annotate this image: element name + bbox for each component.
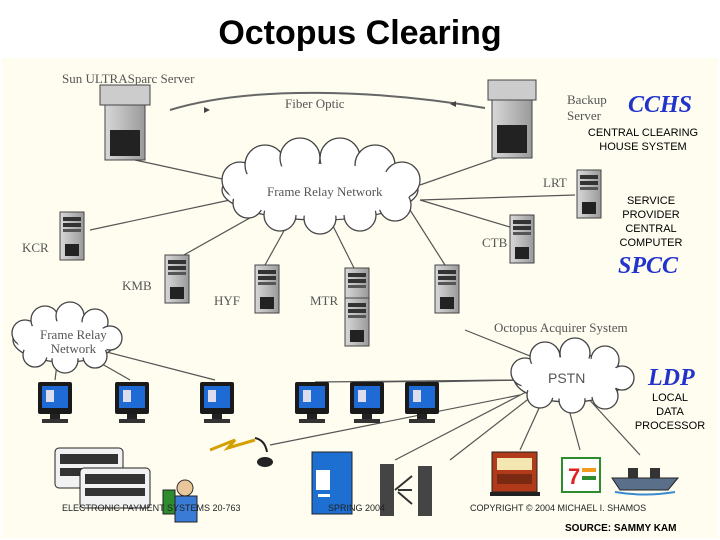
ferry-worker-icon [162,479,198,523]
lrt-label: LRT [543,175,567,190]
pstn-cloud [510,337,635,414]
slide-title: Octopus Clearing [218,14,502,52]
cchs-description: CENTRAL CLEARING HOUSE SYSTEM [587,127,699,153]
cchs-title: CCHS [628,92,693,118]
seven-eleven-icon: 7 [561,457,601,493]
sun-server-label: Sun ULTRASparc Server [62,71,195,86]
footer-course: ELECTRONIC PAYMENT SYSTEMS 20-763 [62,503,241,513]
spcc-title: SPCC [618,253,679,279]
terminal-5 [350,382,384,423]
lightning-icon [209,437,273,467]
frame-relay-cloud-top [221,137,421,235]
kmb-label: KMB [122,278,152,293]
mtr-label: MTR [310,293,339,308]
kmb-server [164,254,190,304]
terminal-4 [295,382,329,423]
turnstile-icon [380,464,432,516]
footer-source: SOURCE: SAMMY KAM [565,523,677,534]
lrt-server [576,169,602,219]
add-value-machine-icon [311,451,353,515]
terminal-1 [38,382,72,423]
pstn-label: PSTN [548,370,586,386]
network-links [54,149,641,461]
fiber-optic-label: Fiber Optic [285,96,345,111]
tram-icon [490,451,540,496]
terminal-2 [115,382,149,423]
acquirer-server-2 [344,297,370,347]
frame-relay-top-label: Frame Relay Network [267,184,383,199]
ldp-description: LOCAL DATA PROCESSOR [634,392,706,432]
frame-relay-left-label: Frame Relay Network [40,327,107,356]
ship-icon [611,468,680,496]
kcr-label: KCR [22,240,49,255]
ctb-server [509,214,535,264]
svg-text:7: 7 [568,464,580,489]
hyf-label: HYF [214,293,241,308]
bus-icon [54,447,151,509]
hyf-server [254,264,280,314]
ldp-title: LDP [648,365,695,391]
fiber-optic-link [169,91,486,111]
backup-server-label: Backup Server [567,92,607,123]
backup-server [487,79,537,159]
ctb-label: CTB [482,235,508,250]
acquirer-server-1 [434,264,460,314]
footer-term: SPRING 2004 [328,503,386,513]
sun-ultrasparc-server [99,84,151,161]
spcc-description: SERVICE PROVIDER CENTRAL COMPUTER [619,195,683,249]
octopus-acquirer-label: Octopus Acquirer System [494,320,628,335]
terminal-3 [200,382,234,423]
footer-copyright: COPYRIGHT © 2004 MICHAEL I. SHAMOS [470,503,647,513]
frame-relay-cloud-left [11,301,123,374]
kcr-server [59,211,85,261]
